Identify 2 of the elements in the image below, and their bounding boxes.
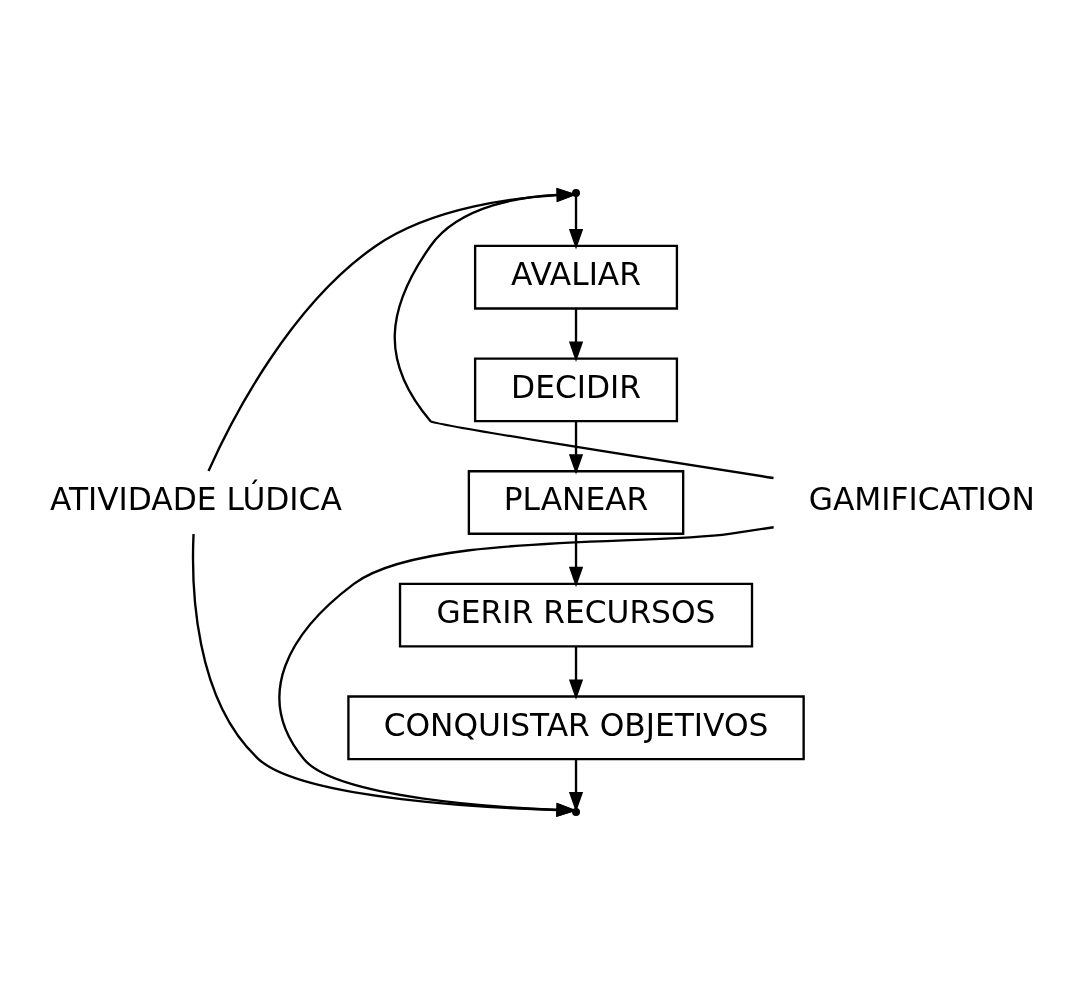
node-text: GAMIFICATION	[808, 481, 1035, 518]
node-text: ATIVIDADE LÚDICA	[49, 481, 342, 518]
